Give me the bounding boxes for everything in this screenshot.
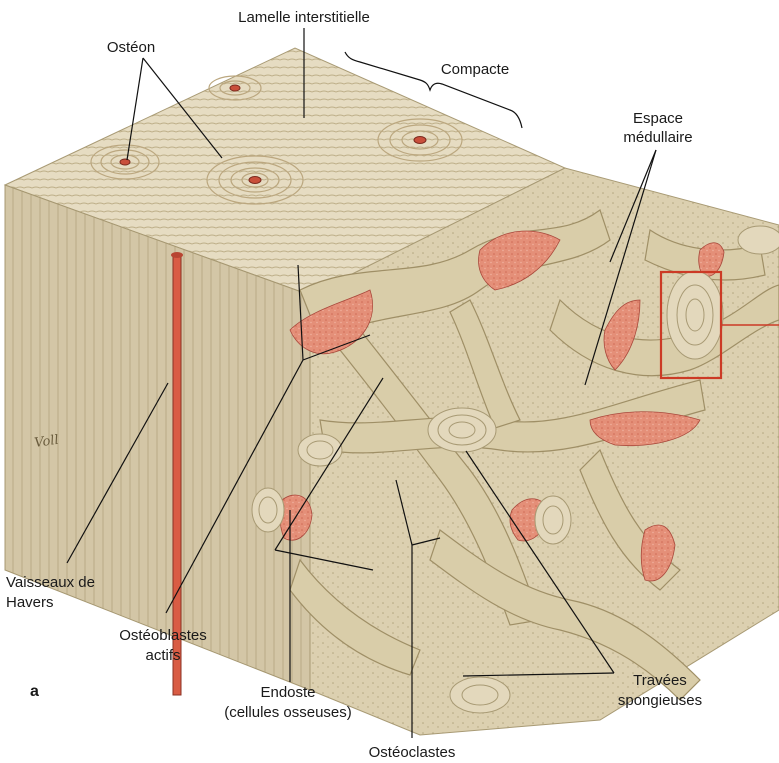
label-espace-line2: médullaire	[623, 129, 692, 146]
label-osteoblastes-line2: actifs	[145, 647, 180, 664]
label-osteoblastes-line1: Ostéoblastes	[119, 627, 207, 644]
label-lamelle-interstitielle: Lamelle interstitielle	[238, 9, 370, 26]
label-osteoclastes: Ostéoclastes	[369, 744, 456, 761]
label-vaisseaux-line1: Vaisseaux de	[6, 574, 95, 591]
label-espace-line1: Espace	[633, 110, 683, 127]
label-endoste-line2: (cellules osseuses)	[224, 704, 352, 721]
label-travees-line1: Travées	[633, 672, 687, 689]
label-vaisseaux-line2: Havers	[6, 594, 54, 611]
label-endoste-line1: Endoste	[260, 684, 315, 701]
label-travees-line2: spongieuses	[618, 692, 702, 709]
panel-letter: a	[30, 683, 39, 700]
label-osteon: Ostéon	[107, 39, 155, 56]
label-compacte: Compacte	[441, 61, 509, 78]
